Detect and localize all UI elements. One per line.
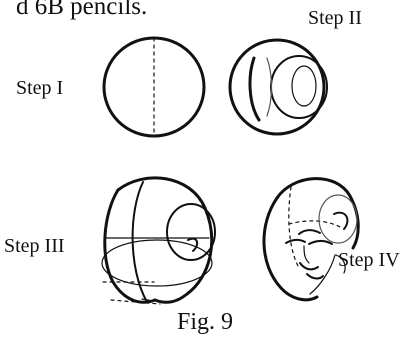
sketch-step-one xyxy=(102,36,206,138)
step-two-label: Step II xyxy=(308,7,362,29)
sketch-step-two xyxy=(228,38,328,136)
step-one-label: Step I xyxy=(16,77,64,99)
sketch-step-three xyxy=(101,176,216,305)
top-text: d 6B pencils. xyxy=(16,0,148,20)
step-four-label: Step IV xyxy=(338,249,400,271)
step-three-label: Step III xyxy=(4,235,65,257)
sketch-step-four xyxy=(262,177,360,302)
figure-caption: Fig. 9 xyxy=(177,309,234,335)
